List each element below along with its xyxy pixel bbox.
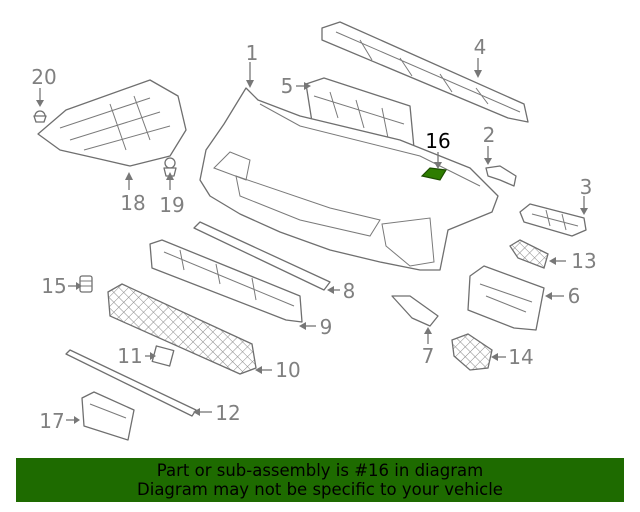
callout-14: 14 (508, 345, 533, 369)
part-14-fog-bezel[interactable] (451, 333, 493, 371)
part-7-lower-bracket[interactable] (391, 295, 439, 327)
callout-10: 10 (275, 358, 300, 382)
callout-20: 20 (31, 65, 56, 89)
banner-line-disclaimer: Diagram may not be specific to your vehi… (137, 480, 503, 499)
part-16-bracket[interactable] (420, 167, 447, 181)
callout-18: 18 (120, 191, 145, 215)
callout-5: 5 (281, 74, 294, 98)
part-2-bracket[interactable] (485, 165, 517, 187)
callout-17: 17 (39, 409, 64, 433)
part-9-grille-bracket[interactable] (149, 239, 303, 323)
callout-16: 16 (425, 129, 450, 153)
part-12-chrome-strip[interactable] (65, 349, 197, 417)
part-13-side-insert[interactable] (509, 239, 549, 269)
parts-diagram: 1 2 3 4 5 6 7 8 9 10 11 12 13 14 15 16 1… (31, 21, 597, 441)
callout-1: 1 (246, 41, 259, 65)
part-18-splash-shield[interactable] (37, 79, 187, 167)
callout-2: 2 (483, 123, 496, 147)
callout-19: 19 (159, 193, 184, 217)
part-6-fog-lamp-bracket[interactable] (467, 265, 545, 331)
part-10-lower-grille[interactable] (107, 283, 257, 375)
callout-3: 3 (580, 175, 593, 199)
banner-line-part: Part or sub-assembly is #16 in diagram (156, 461, 484, 480)
part-3-side-bracket[interactable] (519, 203, 587, 237)
callout-15: 15 (41, 274, 66, 298)
leader-lines (36, 58, 588, 424)
part-1-bumper-cover[interactable] (199, 87, 499, 271)
part-15-clip[interactable] (79, 275, 93, 293)
info-banner: Part or sub-assembly is #16 in diagram D… (16, 458, 624, 502)
callout-6: 6 (568, 284, 581, 308)
callout-8: 8 (343, 279, 356, 303)
part-11-plug[interactable] (151, 345, 175, 367)
callout-7: 7 (422, 344, 435, 368)
callout-13: 13 (571, 249, 596, 273)
part-17-license-bracket[interactable] (81, 391, 135, 441)
part-8-lower-trim[interactable] (193, 221, 331, 291)
callout-9: 9 (320, 315, 333, 339)
part-4-reinforcement-bar[interactable] (321, 21, 529, 123)
callout-4: 4 (474, 35, 487, 59)
part-20-clip[interactable] (33, 110, 47, 123)
callout-12: 12 (215, 401, 240, 425)
callout-11: 11 (117, 344, 142, 368)
